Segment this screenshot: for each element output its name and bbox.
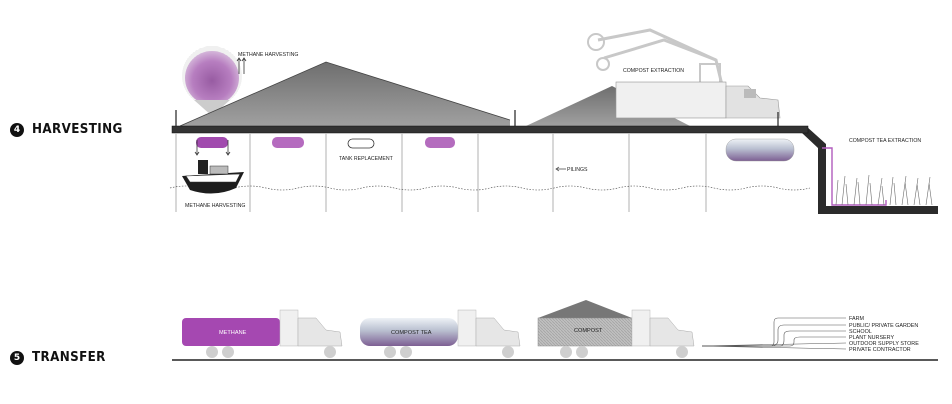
compost-crane [587, 28, 724, 87]
compost-tea-truck [360, 309, 521, 358]
pilings [175, 133, 707, 212]
up-arrows-icon [236, 57, 247, 74]
tank-replacement-label: TANK REPLACEMENT [339, 156, 394, 162]
compost-tea-pipe [822, 147, 887, 206]
harvest-boat [182, 160, 244, 194]
destination-item: FARM [849, 316, 864, 322]
transfer-section: METHANE COMPOST TEA COMPOST [172, 300, 938, 361]
methane-truck-label: METHANE [219, 330, 247, 336]
step-transfer: 5 TRANSFER [10, 350, 112, 365]
empty-tank [347, 138, 375, 149]
down-arrows-icon [194, 140, 231, 156]
compost-tea-truck-label: COMPOST TEA [391, 330, 432, 336]
methane-harvesting-label: METHANE HARVESTING [238, 52, 298, 58]
destination-item: OUTDOOR SUPPLY STORE [849, 341, 919, 347]
methane-tank [196, 137, 228, 148]
methane-tank [425, 137, 455, 148]
compost-truck-upper [615, 81, 781, 119]
harvesting-section: METHANE HARVESTING COMPOST EXTRACTION [169, 28, 938, 214]
left-arrow-icon [555, 166, 566, 172]
methane-tank [272, 137, 304, 148]
grass [835, 174, 933, 206]
methane-harvesting-boat-label: METHANE HARVESTING [185, 203, 245, 209]
step-title: HARVESTING [32, 122, 123, 137]
compost-tea-tank [725, 138, 795, 162]
compost-tea-extraction-label: COMPOST TEA EXTRACTION [849, 138, 921, 144]
step-harvesting: 4 HARVESTING [10, 122, 131, 137]
step-title: TRANSFER [32, 350, 106, 365]
destination-item: PUBLIC/ PRIVATE GARDEN [849, 323, 918, 329]
pilings-label: PILINGS [567, 167, 588, 173]
destination-item: PRIVATE CONTRACTOR [849, 347, 911, 353]
compost-truck-label: COMPOST [574, 328, 603, 334]
methane-truck [182, 309, 343, 358]
destination-list: FARM PUBLIC/ PRIVATE GARDEN SCHOOL PLANT… [849, 316, 919, 353]
deck-posts [175, 110, 779, 126]
destination-item: PLANT NURSERY [849, 335, 894, 341]
deck-structure [172, 126, 890, 214]
compost-mound-large [180, 62, 510, 126]
step-number: 5 [10, 350, 24, 365]
compost-truck [537, 300, 695, 358]
compost-extraction-label: COMPOST EXTRACTION [623, 68, 684, 74]
water-line [169, 185, 811, 191]
distribution-lines [701, 317, 847, 350]
step-number: 4 [10, 122, 24, 137]
destination-item: SCHOOL [849, 329, 872, 335]
